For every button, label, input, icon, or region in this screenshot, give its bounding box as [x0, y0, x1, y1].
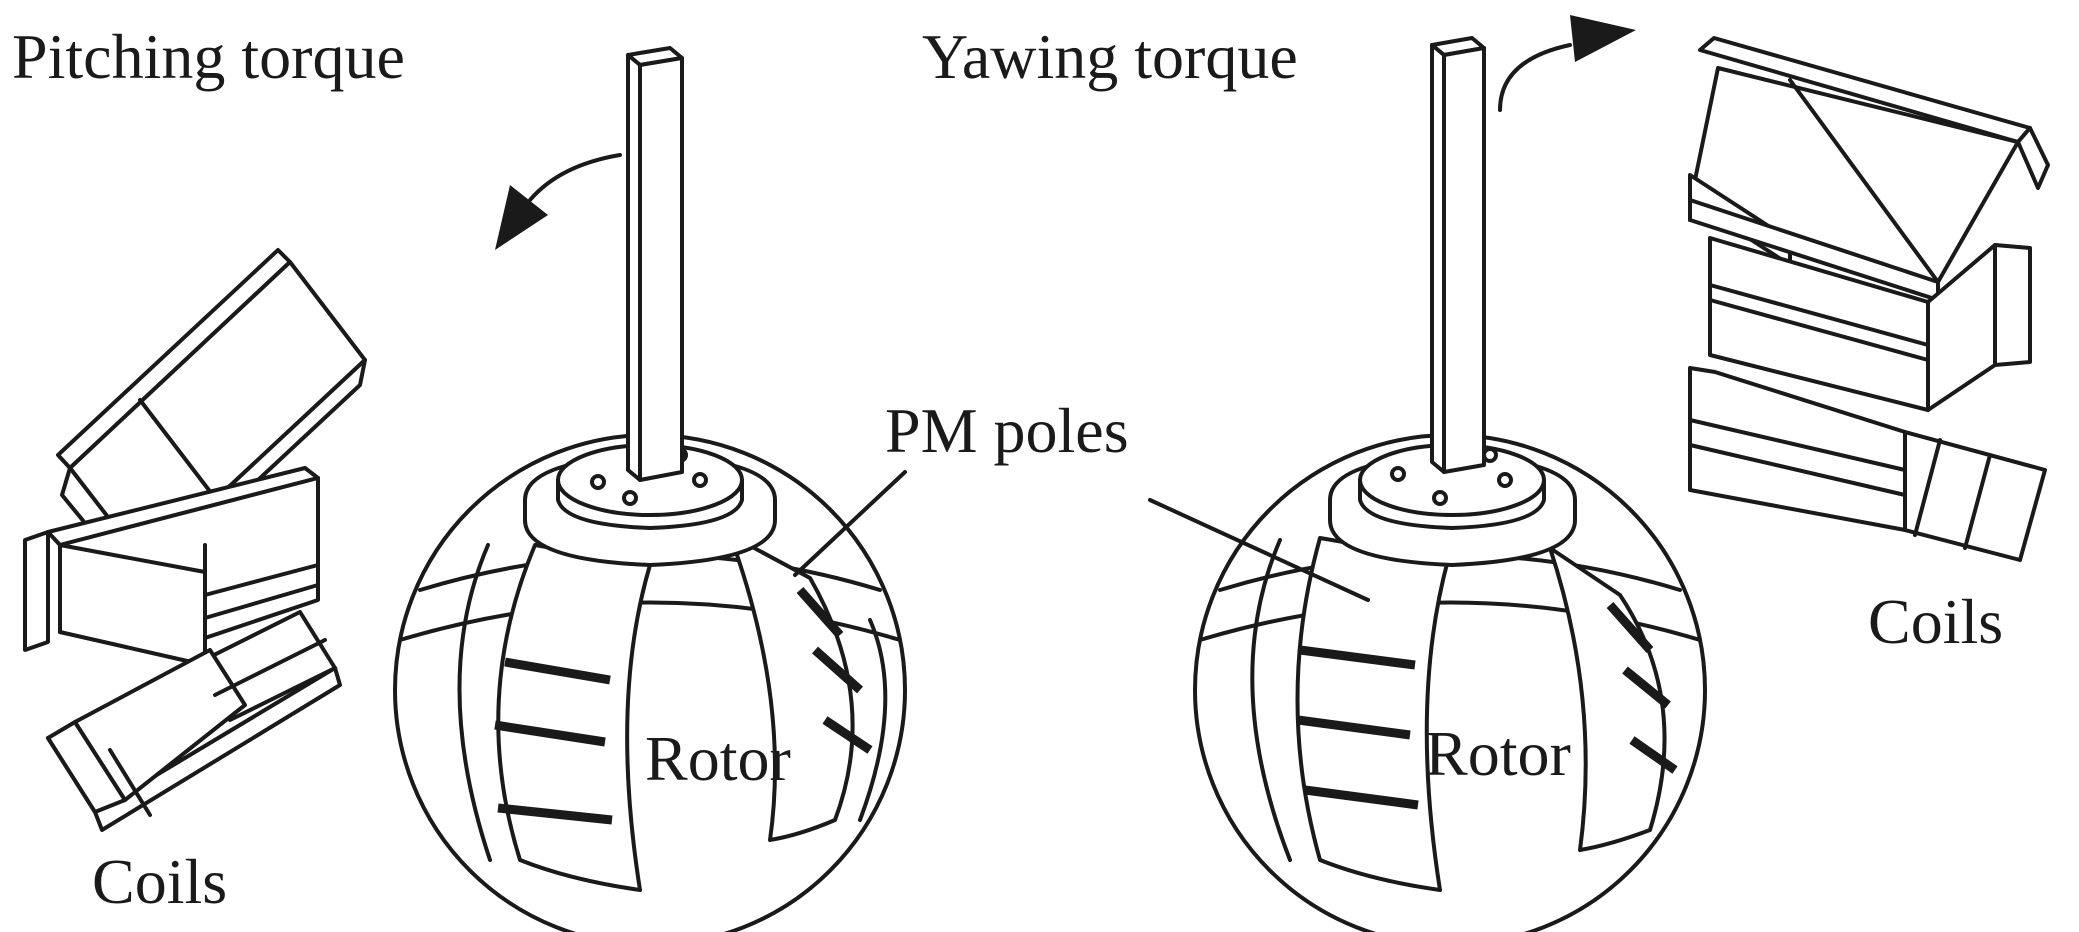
left-pm-poles — [457, 533, 888, 892]
coils-left-label: Coils — [92, 846, 227, 917]
right-coil-bottom — [1688, 366, 2047, 562]
right-coil-middle — [1708, 236, 2032, 412]
left-shaft — [626, 46, 684, 482]
coils-right-label: Coils — [1868, 586, 2003, 657]
right-assembly — [1193, 15, 2050, 932]
left-coil-bottom — [46, 610, 342, 832]
pm-poles-leader-left — [793, 470, 907, 577]
left-coil-middle — [23, 466, 320, 667]
pm-poles-leaders — [793, 470, 1370, 602]
right-rotor-cap — [1328, 443, 1577, 567]
right-rotor — [1193, 15, 1707, 932]
pitching-torque-label: Pitching torque — [12, 21, 405, 92]
rotor-right-label: Rotor — [1425, 718, 1571, 789]
pm-poles-leader-right — [1148, 498, 1370, 602]
yawing-torque-label: Yawing torque — [922, 21, 1298, 92]
rotor-left-label: Rotor — [645, 723, 791, 794]
right-coil-top — [1688, 36, 2050, 302]
pitching-arrow-head — [495, 185, 548, 250]
right-pm-poles — [1250, 536, 1678, 892]
right-shaft — [1430, 36, 1486, 474]
left-assembly — [23, 46, 907, 932]
right-coil-stack — [1688, 36, 2050, 562]
pitching-arrow — [495, 153, 622, 250]
yawing-arrow-head — [1570, 15, 1636, 62]
pm-poles-label: PM poles — [885, 395, 1129, 466]
left-coil-stack — [23, 248, 367, 832]
left-rotor — [393, 46, 907, 932]
yawing-arrow — [1498, 15, 1636, 112]
